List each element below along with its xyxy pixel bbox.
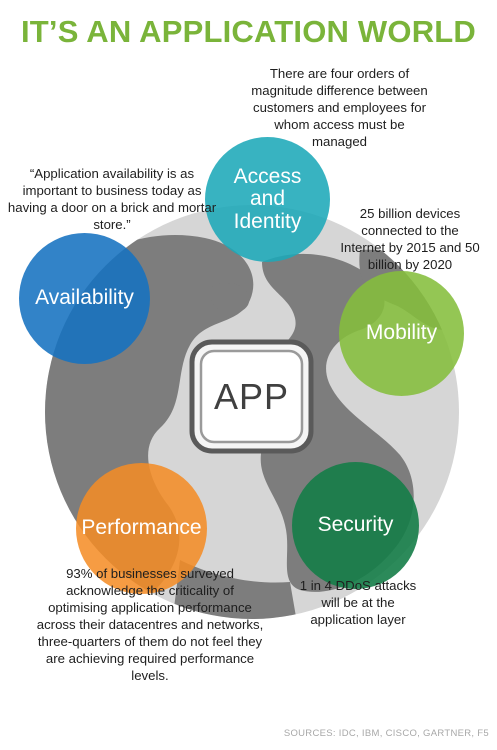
availability-circle: Availability [19, 233, 150, 364]
mobility-label: Mobility [365, 321, 438, 345]
sources-footer: SOURCES: IDC, IBM, CISCO, GARTNER, F5 [283, 728, 489, 739]
access-label-line3: Identity [233, 209, 302, 233]
security-circle: Security [292, 462, 419, 589]
availability-note: “Application availability is as importan… [7, 166, 217, 232]
access-label-line1: Access [233, 165, 302, 189]
page-title: IT’S AN APPLICATION WORLD [20, 14, 477, 49]
continent-south [170, 560, 300, 619]
access-note: There are four orders of magnitude diffe… [251, 66, 428, 149]
access-identity-circle: Access and Identity [205, 137, 330, 262]
performance-note: 93% of businesses surveyed acknowledge t… [36, 566, 264, 683]
availability-label: Availability [35, 286, 134, 310]
mobility-circle: Mobility [339, 271, 464, 396]
mobility-note: 25 billion devices connected to the Inte… [340, 206, 480, 272]
security-label: Security [317, 513, 394, 537]
continent-small [209, 282, 250, 314]
access-label-line2: and [249, 187, 286, 211]
performance-circle: Performance [76, 463, 207, 594]
performance-label: Performance [81, 516, 202, 540]
app-label: APP [213, 375, 290, 417]
security-note: 1 in 4 DDoS attacks will be at the appli… [299, 578, 417, 627]
app-icon: APP [189, 339, 314, 454]
